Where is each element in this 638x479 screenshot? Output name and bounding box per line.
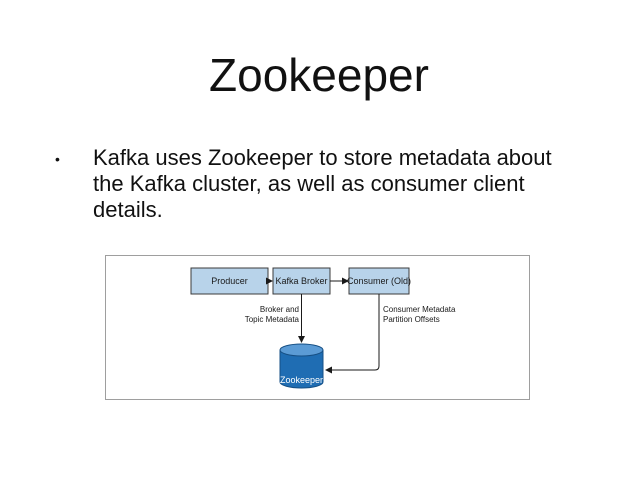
- consumer-node: Consumer (Old): [347, 267, 411, 295]
- consumer-label: Consumer (Old): [347, 276, 411, 286]
- bullet-list: • Kafka uses Zookeeper to store metadata…: [55, 145, 575, 223]
- zookeeper-label: Zookeeper: [280, 375, 323, 385]
- consumer-to-zookeeper-arrow: [325, 294, 380, 374]
- bullet-text: Kafka uses Zookeeper to store metadata a…: [93, 145, 552, 222]
- bullet-dot-icon: •: [55, 151, 60, 167]
- diagram-canvas: Producer Kafka Broker Consumer (Old) Bro…: [190, 267, 456, 389]
- consumer-edge-label-line1: Consumer Metadata: [383, 305, 456, 314]
- zookeeper-database-icon: Zookeeper: [279, 343, 324, 389]
- broker-edge-label-line1: Broker and: [260, 305, 299, 314]
- zookeeper-cylinder-body: [279, 349, 324, 389]
- bullet-item: • Kafka uses Zookeeper to store metadata…: [55, 145, 575, 223]
- broker-node: Kafka Broker: [272, 267, 331, 295]
- zookeeper-cylinder-top: [279, 343, 324, 357]
- slide-title: Zookeeper: [209, 49, 429, 101]
- consumer-edge-label-line2: Partition Offsets: [383, 315, 440, 324]
- producer-node: Producer: [190, 267, 269, 295]
- producer-label: Producer: [211, 276, 248, 286]
- architecture-diagram: Producer Kafka Broker Consumer (Old) Bro…: [105, 255, 530, 400]
- broker-label: Kafka Broker: [275, 276, 327, 286]
- broker-edge-label-line2: Topic Metadata: [245, 315, 300, 324]
